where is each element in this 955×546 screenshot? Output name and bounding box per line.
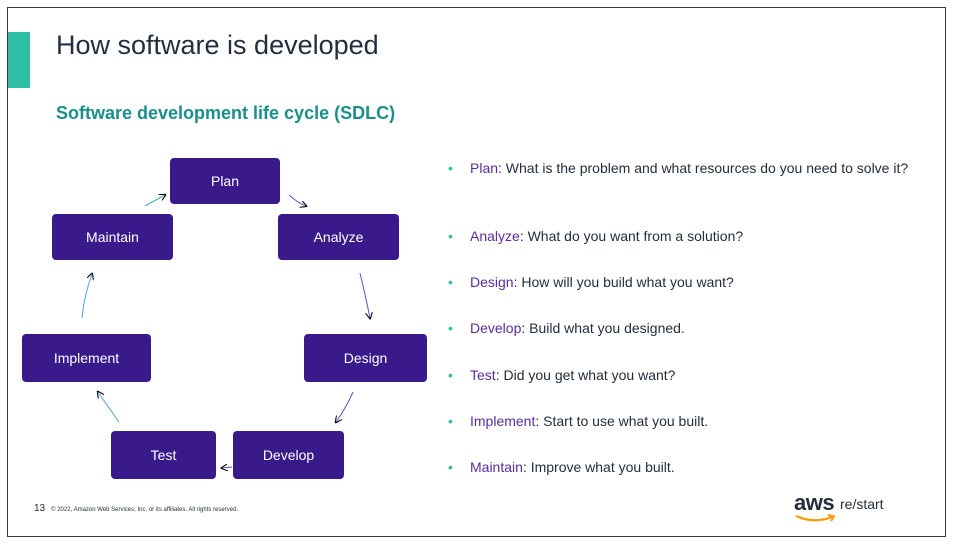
bullet-dot-icon: • (448, 413, 453, 429)
aws-wordmark: aws (794, 490, 835, 515)
stage-develop: Develop (233, 431, 344, 479)
stage-analyze: Analyze (278, 214, 399, 260)
term: Design (470, 274, 514, 290)
arrow-analyze-design (359, 272, 370, 318)
page-number: 13 (34, 503, 46, 514)
stage-design: Design (304, 334, 427, 382)
bullet-dot-icon: • (448, 367, 453, 383)
list-item-design: • Design: How will you build what you wan… (448, 274, 920, 291)
term: Maintain (470, 459, 523, 475)
bullet-dot-icon: • (448, 274, 453, 290)
list-item-plan: • Plan: What is the problem and what reso… (448, 160, 920, 177)
definition: : Improve what you built. (522, 459, 675, 475)
arrow-implement-maintain (81, 274, 92, 319)
slide: How software is developed Software devel… (7, 7, 946, 537)
bullet-dot-icon: • (448, 459, 453, 475)
definition: : Build what you designed. (521, 320, 685, 336)
list-item-test: • Test: Did you get what you want? (448, 367, 920, 384)
list-item-maintain: • Maintain: Improve what you built. (448, 459, 920, 476)
list-item-develop: • Develop: Build what you designed. (448, 320, 920, 337)
definition: : What do you want from a solution? (519, 228, 744, 244)
definition: : What is the problem and what resources… (498, 160, 909, 176)
term: Implement (470, 413, 536, 429)
slide-subtitle: Software development life cycle (SDLC) (56, 103, 396, 123)
term: Test (470, 367, 496, 383)
arrow-maintain-plan (144, 195, 165, 207)
definition: : Start to use what you built. (535, 413, 709, 429)
aws-smile-icon (795, 514, 836, 522)
bullet-dot-icon: • (448, 320, 453, 336)
term: Plan (470, 160, 499, 176)
list-item-analyze: • Analyze: What do you want from a soluti… (448, 228, 920, 245)
term: Develop (470, 320, 522, 336)
arrow-develop-test (222, 467, 233, 468)
aws-restart-logo: aws re/start (794, 490, 914, 526)
bullet-dot-icon: • (448, 228, 453, 244)
stage-test: Test (111, 431, 216, 479)
arrow-design-develop (336, 391, 354, 422)
definition: : How will you build what you want? (513, 274, 734, 290)
copyright-text: © 2022, Amazon Web Services, Inc. or its… (51, 507, 239, 513)
accent-bar (8, 32, 30, 88)
bullet-dot-icon: • (448, 160, 453, 176)
stage-implement: Implement (22, 334, 151, 382)
list-item-implement: • Implement: Start to use what you built. (448, 413, 920, 430)
arrow-test-implement (98, 392, 120, 423)
slide-title: How software is developed (56, 30, 379, 60)
footer: 13 © 2022, Amazon Web Services, Inc. or i… (34, 503, 238, 514)
restart-wordmark: re/start (840, 496, 884, 512)
stage-maintain: Maintain (52, 214, 173, 260)
arrow-plan-analyze (288, 194, 306, 206)
stage-plan: Plan (170, 158, 280, 204)
term: Analyze (470, 228, 520, 244)
definition: : Did you get what you want? (495, 367, 676, 383)
